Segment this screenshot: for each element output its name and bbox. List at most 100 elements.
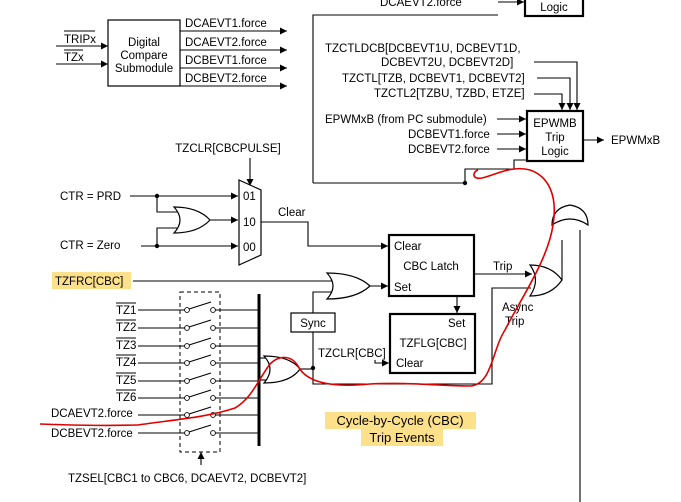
red-annotation-tail	[39, 423, 139, 427]
tzflg-label: TZFLG[CBC]	[399, 338, 466, 350]
switch-pin	[210, 325, 216, 331]
diagram-title: Cycle-by-Cycle (CBC)	[336, 413, 463, 428]
epwmb-block-line-3: Logic	[541, 146, 569, 158]
epwmb-block-line-1: EPWMB	[533, 118, 577, 130]
red-annotation-stroke	[137, 167, 555, 426]
mux-output-label: Clear	[278, 207, 306, 219]
epwmb-ctl-4: TZCTL2[TZBU, TZBD, ETZE]	[374, 88, 525, 100]
trip-input-row: TZ6	[116, 389, 259, 404]
clear-mux-group: TZCLR[CBCPULSE] 01 10 00 CTR = PRD CTR =…	[60, 143, 388, 266]
tzx-input-label: TZx	[64, 52, 84, 64]
dcbevt2-trip-label: DCBEVT2.force	[51, 428, 133, 440]
trip-input-row: TZ2	[116, 319, 259, 334]
tripx-input-label: TRIPx	[64, 34, 96, 46]
title-group: Cycle-by-Cycle (CBC) Trip Events	[325, 412, 476, 446]
latch-set-pin: Set	[394, 282, 412, 294]
ctr-zero-label: CTR = Zero	[60, 240, 120, 252]
dc-out-dcbevt1: DCBEVT1.force	[185, 55, 267, 67]
top-loop-wire	[312, 14, 498, 183]
epwmb-trip-logic-box	[525, 109, 585, 163]
switch-pin	[210, 395, 216, 401]
ctr-prd-label: CTR = PRD	[60, 191, 121, 203]
tzsel-label: TZSEL[CBC1 to CBC6, DCAEVT2, DCBEVT2]	[68, 473, 306, 485]
junction-dot	[462, 180, 468, 186]
title-highlight-2	[361, 429, 443, 446]
top-trip-logic-group: DCAEVT2.force Logic	[312, 0, 585, 183]
tzfrc-label: TZFRC[CBC]	[55, 276, 123, 288]
latch-trip-label: Trip	[493, 261, 512, 273]
switch-lever[interactable]	[188, 424, 212, 433]
tzclr-cbc-label: TZCLR[CBC]	[318, 348, 386, 360]
cbc-latch-box	[387, 233, 476, 298]
epwmb-in-dcbevt2: DCBEVT2.force	[408, 144, 490, 156]
epwmb-ctl-wire-2	[537, 77, 574, 110]
switch-pin	[184, 430, 190, 436]
junction-dot	[154, 243, 160, 249]
trip-input-row: DCBEVT2.force	[51, 424, 259, 440]
tzflg-clear-pin: Clear	[396, 358, 424, 370]
dc-out-dcaevt1: DCAEVT1.force	[185, 18, 267, 30]
switch-lever[interactable]	[188, 301, 212, 310]
async-label-2: Trip	[505, 316, 524, 328]
epwmb-ctl-wire-3	[534, 93, 566, 110]
epwmb-ctl-3: TZCTL[TZB, DCBEVT1, DCBEVT2]	[342, 73, 525, 85]
trip-input-row: TZ4	[116, 354, 259, 369]
or-gate-ctr	[172, 206, 211, 234]
diagram-subtitle: Trip Events	[369, 430, 435, 445]
junction-dot	[154, 193, 160, 199]
digital-compare-group: Digital Compare Submodule TRIPx TZx DCAE…	[56, 18, 287, 90]
trip-input-row: TZ3	[116, 337, 259, 352]
dc-label-1: Digital	[128, 37, 160, 49]
sync-label: Sync	[300, 318, 326, 330]
dc-label-2: Compare	[120, 50, 167, 62]
switch-lever[interactable]	[188, 389, 212, 398]
cbc-latch-group: Clear CBC Latch Set Trip Async Trip	[387, 233, 534, 328]
or-gate-trip-inputs	[262, 355, 301, 384]
switch-pin	[210, 343, 216, 349]
tzclr-cbc-wire	[374, 359, 389, 367]
trip-inputs-group: TZ1 TZ2 TZ3 TZ4	[51, 291, 313, 485]
tzflg-set-pin: Set	[448, 318, 466, 330]
switch-pin	[210, 430, 216, 436]
dc-label-3: Submodule	[115, 63, 173, 75]
or-gate-top	[551, 204, 589, 227]
tz5-label: TZ5	[116, 375, 136, 387]
switch-pin	[184, 343, 190, 349]
switch-pin	[210, 307, 216, 313]
switch-lever[interactable]	[188, 337, 212, 346]
dcaevt2-trip-label: DCAEVT2.force	[51, 408, 133, 420]
or-gate-async	[528, 264, 563, 297]
epwmb-ctl-2: DCBEVT2U, DCBEVT2D]	[381, 57, 513, 69]
trip-input-row: TZ1	[116, 301, 259, 317]
switch-pin	[184, 412, 190, 418]
latch-clear-pin: Clear	[394, 241, 422, 253]
epwmb-block-line-2: Trip	[545, 132, 564, 144]
dc-out-dcaevt2: DCAEVT2.force	[185, 37, 267, 49]
sync-group: Sync	[290, 312, 336, 368]
tzfrc-highlight	[52, 272, 131, 289]
switch-lever[interactable]	[188, 372, 212, 381]
dc-out-dcbevt2: DCBEVT2.force	[185, 73, 267, 85]
mux-code-01: 01	[243, 191, 256, 203]
sync-to-or-wire	[312, 291, 332, 313]
tzflg-box	[388, 312, 477, 375]
switch-pin	[184, 307, 190, 313]
or-gate-set	[325, 272, 371, 300]
mux-select-label: TZCLR[CBCPULSE]	[175, 143, 280, 155]
switch-lever[interactable]	[188, 354, 212, 363]
latch-label: CBC Latch	[403, 261, 459, 273]
set-or-group: TZFRC[CBC]	[52, 272, 388, 313]
clear-mux	[238, 179, 262, 266]
tz3-label: TZ3	[116, 340, 136, 352]
epwmb-in-dcbevt1: DCBEVT1.force	[408, 129, 490, 141]
epwmb-output-label: EPWMxB	[611, 135, 661, 147]
switch-pin	[210, 378, 216, 384]
digital-compare-box	[107, 19, 181, 87]
tzflg-group: Set TZFLG[CBC] Clear TZCLR[CBC]	[318, 312, 477, 375]
switch-lever[interactable]	[188, 406, 212, 415]
tz4-label: TZ4	[116, 357, 137, 369]
switch-lever[interactable]	[188, 319, 212, 328]
trip-input-row: TZ5	[116, 372, 259, 387]
epwmb-trip-feed-wire	[313, 159, 526, 184]
